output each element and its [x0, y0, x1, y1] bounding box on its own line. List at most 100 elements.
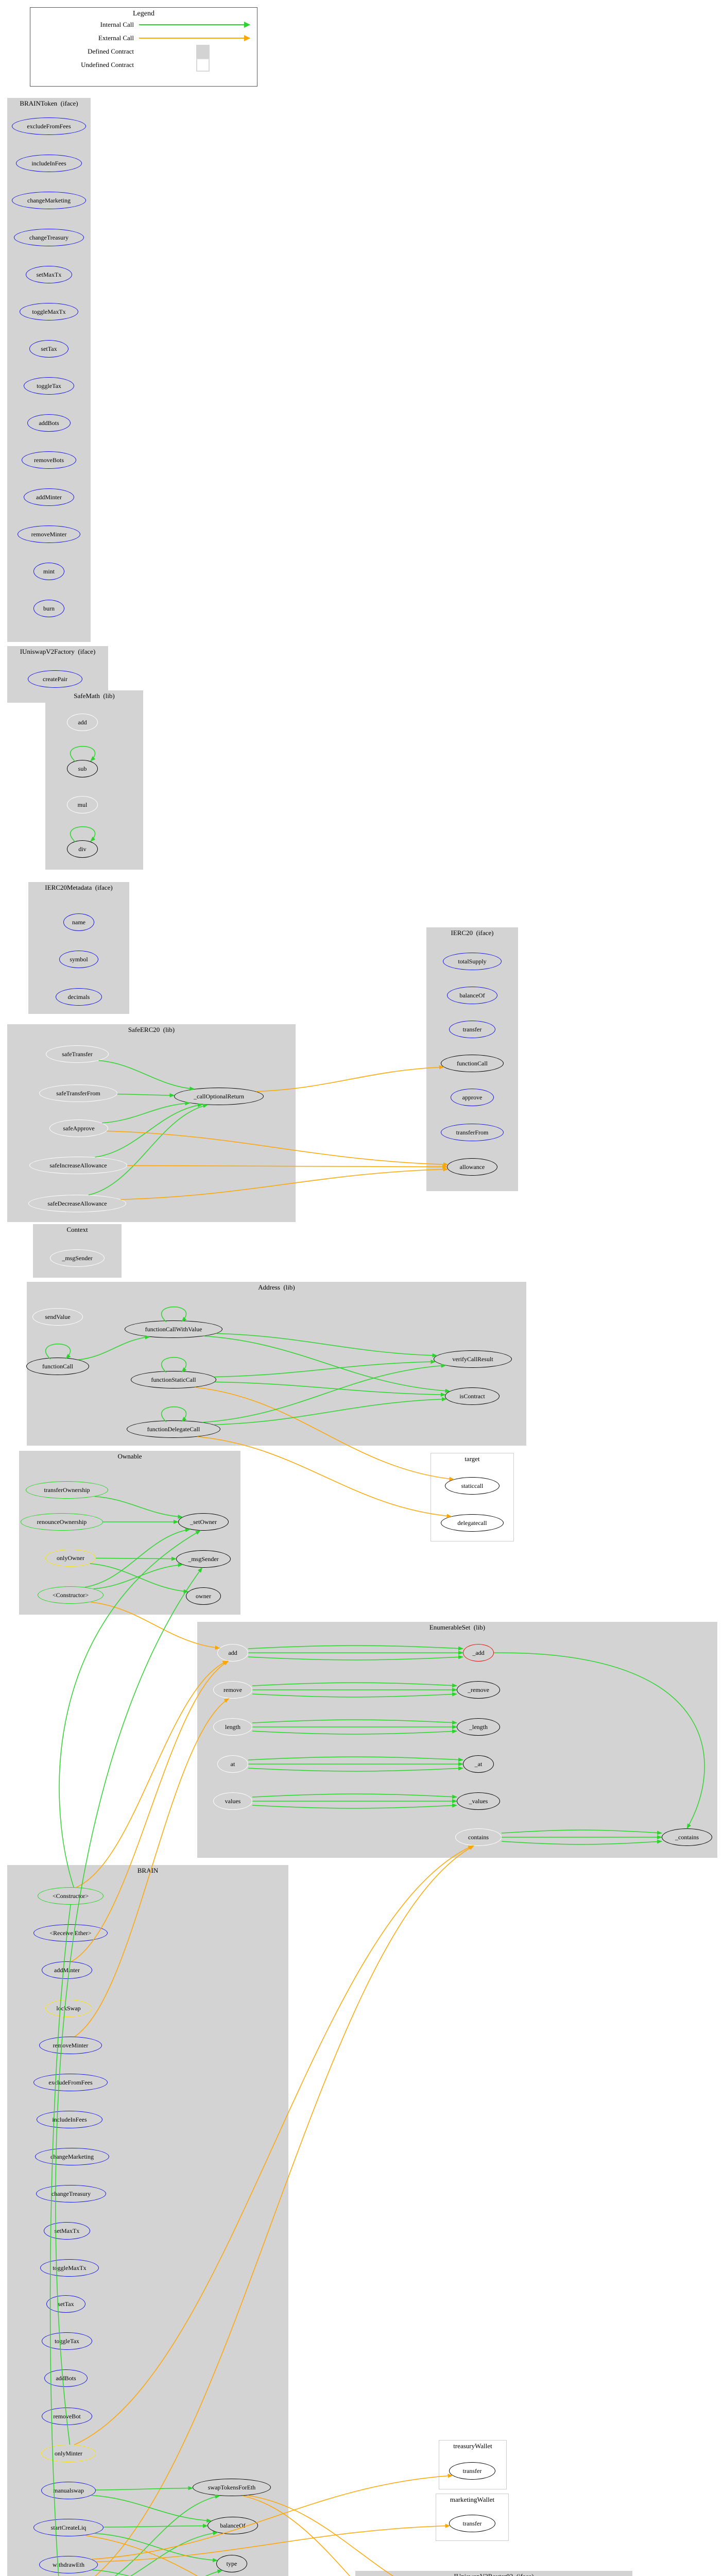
node-se.safeApprove: safeApprove	[49, 1120, 108, 1137]
node-ad.verify: verifyCallResult	[434, 1350, 512, 1368]
node-ctx.msgSender: _msgSender	[50, 1249, 105, 1267]
node-i2.allowance: allowance	[447, 1158, 497, 1176]
internal-call-arrow-icon	[139, 22, 250, 28]
node-br.setMaxTx: setMaxTx	[44, 2222, 90, 2240]
node-sm.mul: mul	[67, 796, 98, 814]
node-br.startCreateLiq: startCreateLiq	[33, 2519, 104, 2536]
node-bt.excludeFromFees: excludeFromFees	[12, 117, 86, 135]
node-ow.renounceOwnership: renounceOwnership	[21, 1513, 103, 1531]
node-i2.balanceOf: balanceOf	[447, 987, 497, 1004]
node-se.safeDecAllow: safeDecreaseAllowance	[28, 1195, 126, 1212]
legend-label-defined: Defined Contract	[88, 47, 134, 55]
node-fac.createPair: createPair	[28, 670, 82, 688]
cluster-es: EnumerableSet (lib)	[197, 1622, 717, 1858]
legend-label-undefined: Undefined Contract	[81, 61, 134, 69]
cluster-title-fac: IUniswapV2Factory (iface)	[20, 648, 96, 655]
node-br.receive: <Receive Ether>	[33, 1924, 108, 1942]
node-br.onlyMinter: onlyMinter	[41, 2445, 96, 2462]
node-br.balanceOf: balanceOf	[208, 2517, 258, 2534]
cluster-title-ow: Ownable	[117, 1452, 142, 1460]
node-es.add: add	[217, 1644, 248, 1662]
node-es.remove: remove	[213, 1681, 252, 1699]
cluster-title-tg: target	[464, 1455, 480, 1463]
node-bt.setMaxTx: setMaxTx	[26, 266, 72, 283]
node-tg.delegatecall: delegatecall	[441, 1514, 504, 1532]
legend-row-defined: Defined Contract	[30, 45, 257, 58]
node-ow.msgSender: _msgSender	[176, 1550, 231, 1568]
node-br.withdrawEth: withdrawEth	[39, 2556, 98, 2573]
cluster-title-i2: IERC20 (iface)	[451, 929, 494, 937]
node-bt.setTax: setTax	[29, 340, 68, 358]
node-es._add: _add	[463, 1644, 494, 1662]
node-es._contains: _contains	[662, 1828, 712, 1846]
node-im.symbol: symbol	[59, 951, 98, 968]
cluster-title-rt: IUniswapV2Router02 (iface)	[355, 2572, 632, 2576]
legend: Legend Internal Call External Call Defin…	[30, 7, 257, 87]
node-br.setTax: setTax	[46, 2295, 85, 2313]
node-bt.includeInFees: includeInFees	[16, 155, 82, 172]
node-i2.functionCall: functionCall	[441, 1055, 504, 1072]
node-se.safeIncAllow: safeIncreaseAllowance	[29, 1157, 127, 1174]
node-ow.transferOwnership: transferOwnership	[26, 1481, 108, 1499]
cluster-rt: IUniswapV2Router02 (iface)	[355, 2571, 632, 2576]
node-br.addBots: addBots	[44, 2369, 88, 2387]
node-bt.changeTreasury: changeTreasury	[14, 229, 84, 246]
legend-row-undefined: Undefined Contract	[30, 58, 257, 72]
node-i2.transfer: transfer	[449, 1021, 495, 1038]
node-ad.sendValue: sendValue	[32, 1308, 83, 1326]
node-ad.fdc: functionDelegateCall	[127, 1420, 220, 1438]
node-se.safeTransfer: safeTransfer	[46, 1045, 109, 1063]
node-br.lockSwap: lockSwap	[45, 1999, 92, 2017]
node-br.excludeFromFees: excludeFromFees	[33, 2074, 108, 2091]
cluster-title-ctx: Context	[66, 1226, 88, 1233]
legend-row-external: External Call	[30, 31, 257, 45]
cluster-title-br: BRAIN	[137, 1867, 159, 1874]
cluster-title-im: IERC20Metadata (iface)	[45, 884, 113, 891]
node-sm.sub: sub	[67, 760, 98, 777]
legend-label-external: External Call	[98, 34, 134, 42]
node-es._at: _at	[463, 1755, 494, 1773]
cluster-title-sm: SafeMath (lib)	[74, 692, 115, 700]
node-br.ctor: <Constructor>	[38, 1887, 104, 1905]
node-i2.approve: approve	[451, 1089, 494, 1106]
node-bt.burn: burn	[33, 600, 64, 617]
node-es._length: _length	[457, 1718, 500, 1736]
node-se.safeTransferFrom: safeTransferFrom	[39, 1084, 117, 1102]
node-sm.div: div	[67, 840, 98, 858]
node-br.includeInFees: includeInFees	[37, 2111, 102, 2128]
node-ow.onlyOwner: onlyOwner	[45, 1549, 96, 1567]
node-br.type: type	[216, 2555, 247, 2572]
node-bt.mint: mint	[33, 563, 64, 580]
node-bt.addBots: addBots	[27, 414, 71, 432]
node-br.removeBot: removeBot	[42, 2408, 92, 2425]
cluster-bt: BRAINToken (iface)	[7, 98, 91, 642]
node-i2.transferFrom: transferFrom	[441, 1124, 504, 1141]
node-bt.toggleTax: toggleTax	[24, 377, 74, 395]
cluster-title-mw: marketingWallet	[450, 2496, 495, 2503]
node-es.length: length	[213, 1718, 252, 1736]
node-br.toggleTax: toggleTax	[42, 2332, 92, 2350]
node-tg.staticcall: staticcall	[445, 1477, 500, 1495]
node-se.callOpt: _callOptionalReturn	[174, 1088, 264, 1105]
node-es.at: at	[217, 1755, 248, 1773]
node-ad.functionCall: functionCall	[26, 1358, 89, 1375]
cluster-title-tw: treasuryWallet	[453, 2442, 492, 2450]
node-bt.removeMinter: removeMinter	[18, 526, 80, 543]
legend-row-internal: Internal Call	[30, 18, 257, 31]
cluster-title-es: EnumerableSet (lib)	[429, 1623, 486, 1631]
node-br.changeTreasury: changeTreasury	[36, 2185, 106, 2202]
node-im.decimals: decimals	[56, 988, 102, 1006]
node-im.name: name	[63, 913, 94, 931]
cluster-title-se: SafeERC20 (lib)	[128, 1026, 175, 1033]
node-bt.changeMarketing: changeMarketing	[12, 192, 86, 209]
node-es.values: values	[213, 1792, 252, 1810]
node-ad.isContract: isContract	[445, 1387, 500, 1405]
node-es.contains: contains	[455, 1828, 502, 1846]
node-br.addMinter: addMinter	[42, 1961, 92, 1979]
external-call-arrow-icon	[139, 35, 250, 41]
node-ad.fsc: functionStaticCall	[131, 1371, 216, 1388]
node-mw.transfer: transfer	[449, 2515, 495, 2532]
node-ow.owner: owner	[186, 1587, 221, 1605]
node-sm.add: add	[67, 714, 98, 731]
